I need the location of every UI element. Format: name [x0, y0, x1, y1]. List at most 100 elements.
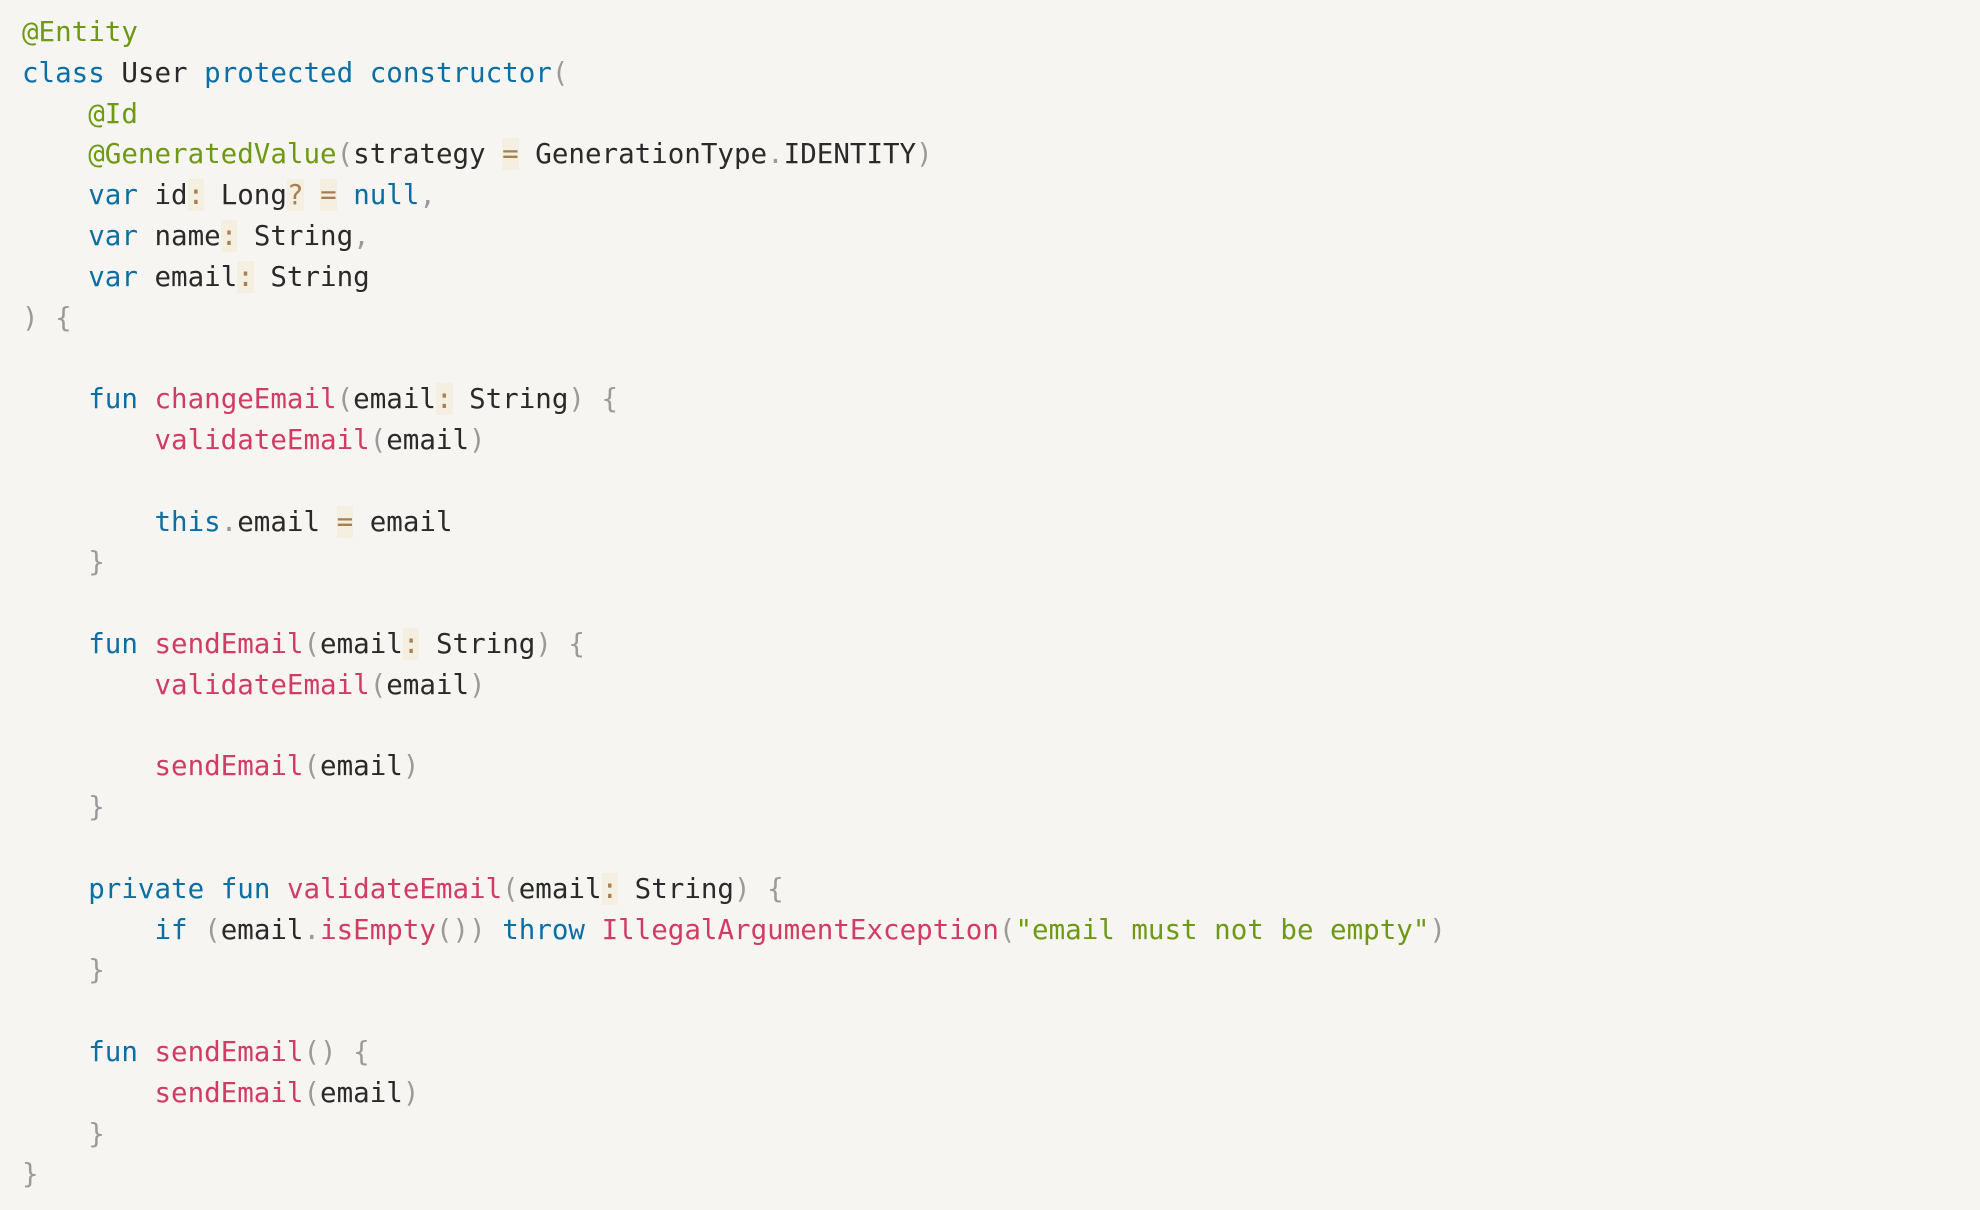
code-token-function: IllegalArgumentException [601, 913, 999, 946]
code-line[interactable]: ) { [22, 298, 1980, 339]
code-token-plain: email [320, 627, 403, 660]
code-token-plain [585, 914, 602, 946]
code-token-annotation: @Id [88, 97, 138, 130]
code-token-punct: ( [336, 383, 354, 416]
code-token-plain: GenerationType [518, 138, 768, 171]
code-line[interactable]: fun sendEmail() { [22, 1032, 1980, 1073]
code-line[interactable]: sendEmail(email) [22, 1073, 1980, 1114]
code-token-plain: email [386, 668, 470, 701]
code-token-plain [22, 506, 154, 538]
code-token-plain: email [320, 1076, 403, 1109]
code-token-punct: ) [402, 1076, 420, 1109]
code-token-function: sendEmail [154, 1076, 304, 1109]
code-token-punct: ) [1429, 913, 1446, 946]
code-token-annotation: @Entity [22, 16, 138, 48]
code-token-keyword: fun [88, 1035, 138, 1068]
code-token-punct: ) [469, 423, 486, 456]
code-token-keyword: constructor [369, 56, 552, 89]
code-token-punct: () { [303, 1035, 370, 1068]
code-token-punct: ( [369, 668, 387, 701]
code-token-keyword: class [22, 56, 105, 89]
code-token-plain: name [137, 219, 221, 252]
code-line[interactable]: var name: String, [22, 216, 1980, 257]
code-line[interactable]: var id: Long? = null, [22, 175, 1980, 216]
code-token-punct: ) { [568, 383, 619, 416]
code-line[interactable]: fun sendEmail(email: String) { [22, 624, 1980, 665]
code-token-plain: email [137, 260, 238, 293]
code-token-plain [22, 261, 88, 293]
code-line[interactable]: } [22, 787, 1980, 828]
code-line[interactable] [22, 706, 1980, 747]
code-token-plain [22, 873, 88, 905]
code-token-plain [22, 669, 154, 701]
code-token-plain [22, 424, 154, 456]
code-token-plain [22, 179, 88, 211]
code-line[interactable]: } [22, 542, 1980, 583]
code-token-keyword: protected [204, 56, 354, 89]
code-token-plain: String [253, 260, 370, 293]
code-token-function: sendEmail [154, 627, 304, 660]
code-token-plain: email [386, 423, 470, 456]
code-token-plain [22, 98, 88, 130]
code-token-punct: ( [303, 627, 321, 660]
code-token-keyword: var [88, 179, 138, 212]
code-token-plain [337, 179, 354, 211]
code-token-plain [22, 383, 88, 415]
code-line[interactable] [22, 991, 1980, 1032]
code-line[interactable]: @Entity [22, 12, 1980, 53]
code-token-operator: ? [286, 179, 304, 212]
code-token-operator: = [502, 138, 519, 171]
code-token-function: sendEmail [154, 750, 304, 783]
code-token-plain: IDENTITY [783, 138, 917, 171]
code-token-plain: strategy [353, 138, 503, 171]
code-line[interactable]: @Id [22, 94, 1980, 135]
code-token-plain: String [237, 219, 354, 252]
code-token-punct: ) { [535, 627, 585, 660]
code-token-punct: ( [303, 750, 321, 783]
code-token-plain [22, 1077, 154, 1109]
code-line[interactable]: if (email.isEmpty()) throw IllegalArgume… [22, 910, 1980, 951]
code-token-function: validateEmail [154, 423, 370, 456]
code-line[interactable] [22, 461, 1980, 502]
code-line[interactable] [22, 338, 1980, 379]
code-token-plain: email [353, 383, 436, 416]
code-line[interactable]: @GeneratedValue(strategy = GenerationTyp… [22, 134, 1980, 175]
code-token-punct: . [220, 505, 238, 538]
code-token-plain [22, 220, 88, 252]
code-token-punct: ( [551, 56, 569, 89]
code-token-punct: , [353, 219, 370, 252]
code-token-punct: . [767, 138, 784, 171]
code-line[interactable] [22, 583, 1980, 624]
code-token-keyword: this [154, 505, 221, 538]
code-token-keyword: fun [220, 872, 271, 905]
code-line[interactable]: var email: String [22, 257, 1980, 298]
code-token-operator: : [237, 260, 254, 293]
code-line[interactable]: this.email = email [22, 502, 1980, 543]
code-token-plain: String [419, 627, 536, 660]
code-token-operator: : [601, 872, 619, 905]
code-line[interactable]: } [22, 1114, 1980, 1155]
code-line[interactable]: fun changeEmail(email: String) { [22, 379, 1980, 420]
code-token-punct: ) [916, 138, 933, 171]
code-line[interactable]: sendEmail(email) [22, 746, 1980, 787]
code-token-keyword: fun [88, 383, 138, 416]
code-line[interactable]: private fun validateEmail(email: String)… [22, 869, 1980, 910]
code-token-punct: } [22, 791, 105, 824]
code-token-keyword: if [154, 913, 188, 946]
code-token-plain [22, 138, 88, 170]
code-token-function: isEmpty [320, 913, 436, 946]
code-line[interactable]: validateEmail(email) [22, 420, 1980, 461]
code-token-plain: email [237, 505, 337, 538]
code-line[interactable] [22, 828, 1980, 869]
code-line[interactable]: } [22, 950, 1980, 991]
code-line[interactable]: class User protected constructor( [22, 53, 1980, 94]
code-token-punct: ) [402, 750, 420, 783]
code-token-keyword: private [88, 872, 205, 905]
code-token-function: validateEmail [286, 872, 503, 905]
code-token-plain [138, 1036, 155, 1068]
code-line[interactable]: } [22, 1154, 1980, 1195]
code-token-plain: User [104, 56, 205, 89]
code-line[interactable]: validateEmail(email) [22, 665, 1980, 706]
